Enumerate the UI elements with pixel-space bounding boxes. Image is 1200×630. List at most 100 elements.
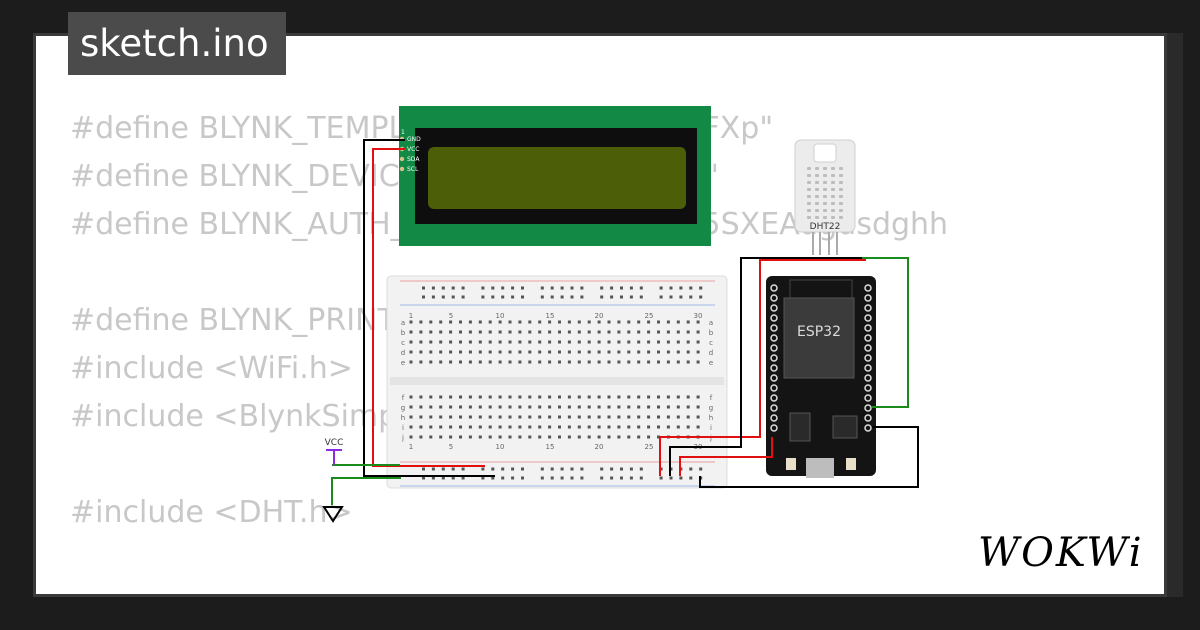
- esp32-pin-right[interactable]: [864, 374, 872, 382]
- rail-hole: [451, 295, 455, 299]
- bb-hole: [597, 405, 601, 409]
- bb-hole: [637, 425, 641, 429]
- bb-hole: [607, 360, 611, 364]
- bb-hole: [459, 395, 462, 399]
- bb-hole: [558, 425, 561, 429]
- rail-hole: [639, 295, 643, 299]
- bb-hole: [498, 330, 502, 334]
- esp32-pin-left[interactable]: [770, 354, 778, 362]
- dht22-sensor[interactable]: DHT22: [794, 139, 856, 255]
- esp32-pin-right[interactable]: [864, 284, 872, 292]
- bb-hole: [617, 425, 621, 429]
- vcc-symbol[interactable]: VCC: [325, 438, 344, 465]
- esp32-pin-right[interactable]: [864, 294, 872, 302]
- bb-hole: [518, 320, 522, 324]
- bb-hole: [597, 330, 601, 334]
- esp32-pin-left[interactable]: [770, 334, 778, 342]
- rail-hole: [511, 467, 515, 471]
- lcd-pin-label: VCC: [407, 146, 419, 153]
- rail-hole: [431, 467, 435, 471]
- esp32-pin-right[interactable]: [864, 354, 872, 362]
- bb-hole: [488, 405, 492, 409]
- rail-hole: [689, 467, 693, 471]
- bb-hole: [459, 425, 462, 429]
- esp32-pin-left[interactable]: [770, 294, 778, 302]
- bb-hole: [567, 360, 571, 364]
- bb-hole: [617, 320, 621, 324]
- bb-hole: [538, 405, 542, 409]
- lcd-pin[interactable]: [399, 166, 405, 172]
- esp32-pin-right[interactable]: [864, 364, 872, 372]
- bb-hole: [627, 405, 631, 409]
- esp32-pin-left[interactable]: [770, 324, 778, 332]
- bb-hole: [627, 340, 631, 344]
- bb-hole: [597, 350, 601, 354]
- esp32-pin-right[interactable]: [864, 304, 872, 312]
- esp32-pin-left[interactable]: [770, 344, 778, 352]
- bb-hole: [607, 405, 611, 409]
- rail-hole: [451, 467, 455, 471]
- rail-hole: [431, 476, 435, 480]
- esp32-pin-right[interactable]: [864, 334, 872, 342]
- esp32-pin-left[interactable]: [770, 424, 778, 432]
- rail-hole: [501, 467, 505, 471]
- rail-hole: [629, 286, 633, 290]
- esp32-pin-left[interactable]: [770, 404, 778, 412]
- bb-hole: [528, 425, 532, 429]
- bb-hole: [439, 320, 443, 324]
- bb-hole: [419, 350, 423, 354]
- lcd-pin-one: 1: [401, 129, 405, 136]
- bb-hole: [597, 415, 601, 419]
- esp32-board[interactable]: ESP32: [766, 276, 876, 478]
- bb-hole: [617, 360, 621, 364]
- esp32-pin-left[interactable]: [770, 364, 778, 372]
- lcd-pin[interactable]: [399, 156, 405, 162]
- esp32-pin-left[interactable]: [770, 374, 778, 382]
- bb-hole: [449, 405, 453, 409]
- esp32-pin-left[interactable]: [770, 384, 778, 392]
- bb-hole: [409, 435, 413, 439]
- bb-col-number: 20: [595, 312, 604, 320]
- bb-hole: [637, 360, 641, 364]
- file-title-tab[interactable]: sketch.ino: [68, 12, 286, 75]
- rail-hole: [501, 476, 505, 480]
- esp32-pin-right[interactable]: [864, 404, 872, 412]
- rail-hole: [461, 467, 465, 471]
- esp32-pin-left[interactable]: [770, 304, 778, 312]
- esp32-pin-right[interactable]: [864, 414, 872, 422]
- dht-vent: [823, 188, 827, 191]
- esp32-pin-right[interactable]: [864, 314, 872, 322]
- esp32-pin-left[interactable]: [770, 284, 778, 292]
- bb-hole: [657, 320, 660, 324]
- esp32-pin-right[interactable]: [864, 344, 872, 352]
- rail-hole: [550, 295, 554, 299]
- esp32-pin-right[interactable]: [864, 324, 872, 332]
- bb-hole: [657, 340, 660, 344]
- bb-hole: [617, 405, 621, 409]
- dht-vent: [807, 181, 811, 184]
- scrollbar[interactable]: [1167, 33, 1183, 597]
- bb-hole: [508, 405, 512, 409]
- rail-hole: [422, 467, 425, 471]
- bb-row-label: e: [709, 359, 713, 367]
- bb-hole: [696, 405, 700, 409]
- esp32-pin-right[interactable]: [864, 384, 872, 392]
- bb-hole: [439, 405, 443, 409]
- ground-symbol[interactable]: [322, 506, 344, 523]
- dht-vent: [839, 216, 843, 219]
- bb-hole: [676, 395, 680, 399]
- esp32-pin-right[interactable]: [864, 424, 872, 432]
- bb-hole: [478, 435, 482, 439]
- bb-hole: [498, 360, 502, 364]
- bb-hole: [488, 425, 492, 429]
- esp32-pin-right[interactable]: [864, 394, 872, 402]
- rail-hole: [511, 286, 515, 290]
- esp32-pin-left[interactable]: [770, 414, 778, 422]
- bb-hole: [627, 360, 631, 364]
- bb-hole: [676, 425, 680, 429]
- rail-hole: [521, 286, 524, 290]
- esp32-pin-left[interactable]: [770, 314, 778, 322]
- esp32-pin-left[interactable]: [770, 394, 778, 402]
